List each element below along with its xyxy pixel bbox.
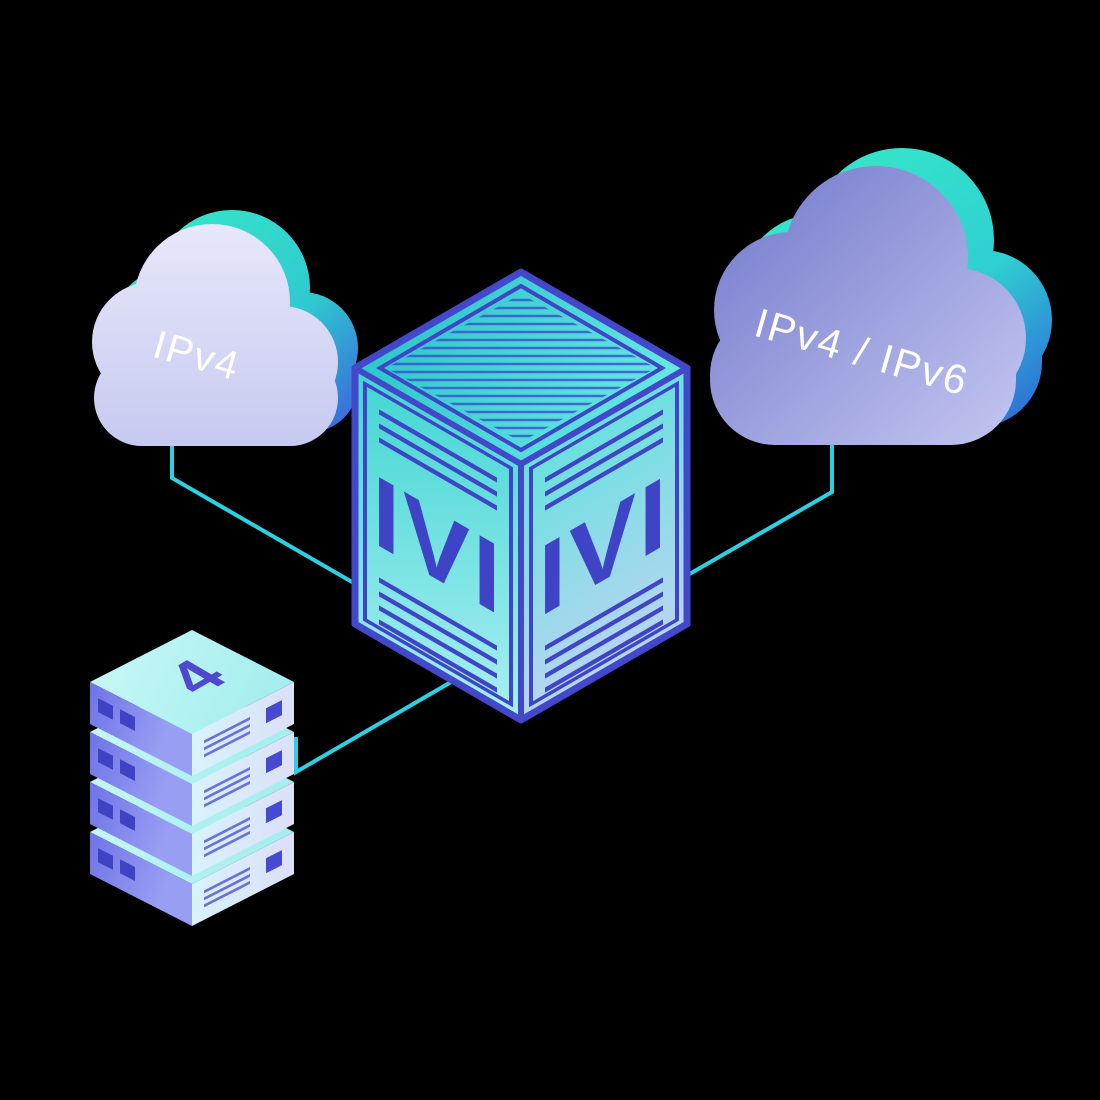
ivi-gateway-cube: IVI IVI <box>351 268 691 724</box>
cube-right-inner-frame <box>529 380 679 708</box>
cube-left-inner-frame <box>363 380 513 708</box>
cloud-ipv4-ipv6: IPv4 / IPv6 <box>710 148 1052 445</box>
stripe-lines-icon <box>379 577 497 693</box>
cube-outline <box>351 268 691 724</box>
cloud-ipv4-ipv6-body <box>710 166 1026 445</box>
stripe-lines-icon <box>545 409 663 511</box>
connector-server-stack-to-gateway <box>294 669 472 776</box>
stripe-lines-icon <box>545 577 663 693</box>
cube-top-stripes <box>386 298 656 438</box>
cube-top-inner-frame <box>376 283 666 453</box>
stripe-lines-icon <box>386 298 656 438</box>
cloud-ipv4: IPv4 <box>92 210 358 446</box>
stripe-lines-icon <box>379 409 497 511</box>
server-stack: 4 <box>88 628 296 928</box>
connector-cloud-dual-to-gateway <box>659 430 834 593</box>
cube-inner-edges <box>353 365 689 720</box>
cloud-ipv4-body <box>92 224 338 446</box>
